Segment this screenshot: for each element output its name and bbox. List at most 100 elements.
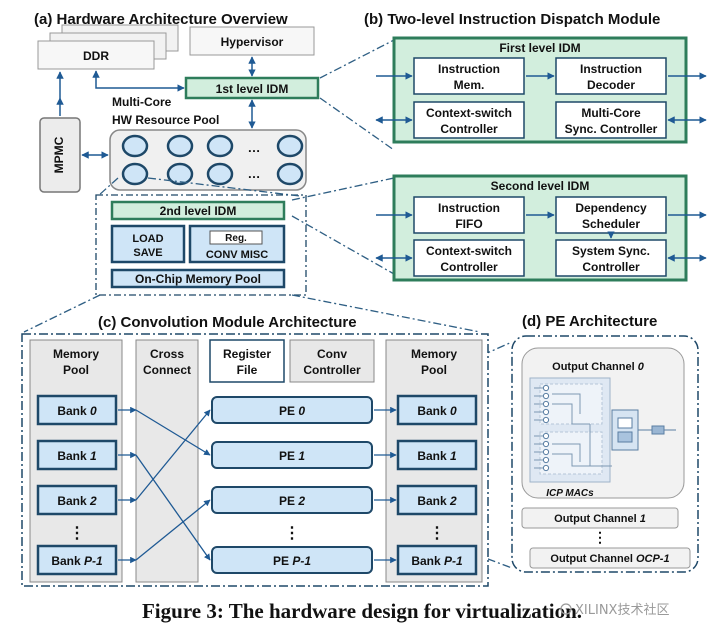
context-switch-2-label-2: Controller bbox=[440, 260, 498, 274]
on-chip-memory-pool-box bbox=[110, 268, 286, 289]
bank-dots-right: ⋮ bbox=[429, 525, 445, 542]
bank-right-2: Bank 2 bbox=[396, 484, 478, 516]
instruction-decoder-box bbox=[555, 57, 667, 95]
bank-left-0: Bank 0 bbox=[36, 394, 118, 426]
mac-node bbox=[542, 432, 550, 440]
pe-3: PE P-1 bbox=[211, 546, 373, 574]
section-a-title: (a) Hardware Architecture Overview bbox=[34, 11, 288, 28]
cross-connect-label-2: Connect bbox=[143, 363, 191, 377]
load-label: LOAD bbox=[132, 233, 163, 245]
instruction-fifo-label-2: FIFO bbox=[455, 217, 482, 231]
core-circle bbox=[166, 162, 194, 186]
first-level-idm-panel: First level IDM Instruction Mem. Instruc… bbox=[392, 36, 688, 144]
pe-label: PE P-1 bbox=[273, 554, 311, 568]
instruction-fifo-box bbox=[413, 196, 525, 234]
hw-resource-pool: … … bbox=[109, 129, 307, 191]
instruction-fifo-label-1: Instruction bbox=[438, 201, 500, 215]
pool-ellipsis-bottom: … bbox=[248, 166, 261, 181]
watermark-text: XILINX技术社区 bbox=[575, 602, 669, 618]
core-detail: 2nd level IDM LOAD SAVE Reg. CONV MISC O… bbox=[95, 194, 307, 296]
pool-ellipsis-top: … bbox=[248, 140, 261, 155]
bank-left-label: Bank 2 bbox=[57, 494, 97, 508]
pool-label-line1: Multi-Core bbox=[112, 95, 172, 109]
instruction-decoder-label-2: Decoder bbox=[587, 78, 635, 92]
conv-misc-label: CONV MISC bbox=[206, 249, 268, 261]
pe-dots: ⋮ bbox=[284, 525, 300, 542]
output-channel-0: Output Channel 0 ICP MACs bbox=[521, 347, 685, 499]
pe-label: PE 2 bbox=[279, 494, 305, 508]
output-channel-last: Output Channel OCP-1 bbox=[529, 547, 691, 569]
icp-mac-array bbox=[529, 377, 676, 483]
pe-2: PE 2 bbox=[211, 486, 373, 514]
conv-controller: Conv Controller bbox=[289, 339, 375, 383]
context-switch-2-label-1: Context-switch bbox=[426, 244, 512, 258]
bank-dots-left: ⋮ bbox=[69, 525, 85, 542]
bank-left-label: Bank 1 bbox=[57, 449, 97, 463]
bank-left-label: Bank 0 bbox=[57, 404, 97, 418]
first-idm-title: First level IDM bbox=[499, 41, 580, 55]
section-d-title: (d) PE Architecture bbox=[522, 313, 657, 330]
cross-connect-label-1: Cross bbox=[150, 347, 184, 361]
figure-caption: Figure 3: The hardware design for virtua… bbox=[142, 599, 582, 623]
ddr-idm-arrow bbox=[92, 70, 185, 92]
conv-controller-label-2: Controller bbox=[303, 363, 361, 377]
memory-pool-right-label-1: Memory bbox=[411, 347, 457, 361]
ddr-stack: DDR bbox=[37, 24, 179, 70]
instruction-decoder-label-1: Instruction bbox=[580, 62, 642, 76]
section-b-title: (b) Two-level Instruction Dispatch Modul… bbox=[364, 11, 660, 28]
output-channel-1: Output Channel 1 bbox=[521, 507, 679, 529]
pe-label: PE 1 bbox=[279, 449, 305, 463]
system-sync-label-1: System Sync. bbox=[572, 244, 650, 258]
second-level-idm-label: 2nd level IDM bbox=[160, 204, 237, 218]
core-circle bbox=[276, 134, 304, 158]
reg-label: Reg. bbox=[225, 233, 247, 244]
mac-node bbox=[542, 384, 550, 392]
second-level-idm-panel: Second level IDM Instruction FIFO Depend… bbox=[392, 174, 688, 282]
context-switch-1-label-2: Controller bbox=[440, 122, 498, 136]
crossbar-wires bbox=[118, 406, 397, 564]
oc0-label: Output Channel 0 bbox=[552, 361, 645, 373]
hypervisor-label: Hypervisor bbox=[221, 35, 284, 49]
context-switch-controller-1-box bbox=[413, 101, 525, 139]
first-idm-arrows bbox=[375, 72, 707, 124]
system-sync-controller-box bbox=[555, 239, 667, 277]
first-level-idm-label: 1st level IDM bbox=[216, 82, 289, 96]
mac-node bbox=[542, 456, 550, 464]
mpmc-box: MPMC bbox=[39, 117, 81, 193]
register-file: Register File bbox=[209, 339, 285, 383]
register-file-label-1: Register bbox=[223, 347, 271, 361]
oc-dots: ⋮ bbox=[593, 529, 607, 545]
memory-pool-left-label-2: Pool bbox=[63, 363, 89, 377]
icp-macs-label: ICP MACs bbox=[546, 488, 594, 499]
core-circle bbox=[206, 134, 234, 158]
second-idm-title: Second level IDM bbox=[491, 179, 590, 193]
multi-core-sync-box bbox=[555, 101, 667, 139]
instruction-mem-box bbox=[413, 57, 525, 95]
bank-left-2: Bank 2 bbox=[36, 484, 118, 516]
multi-core-sync-label-2: Sync. Controller bbox=[565, 122, 658, 136]
core-circle bbox=[121, 162, 149, 186]
second-idm-arrows bbox=[375, 211, 707, 262]
ocn-label: Output Channel OCP-1 bbox=[550, 553, 669, 565]
bank-right-0: Bank 0 bbox=[396, 394, 478, 426]
register-file-label-2: File bbox=[237, 363, 258, 377]
bank-left-1: Bank 1 bbox=[36, 439, 118, 471]
mac-node bbox=[542, 408, 550, 416]
bank-right-label: Bank 0 bbox=[417, 404, 457, 418]
core-circle bbox=[166, 134, 194, 158]
watermark: XILINX技术社区 bbox=[560, 602, 669, 618]
pe-label: PE 0 bbox=[279, 404, 305, 418]
mac-node bbox=[542, 464, 550, 472]
pe-1: PE 1 bbox=[211, 441, 373, 469]
mac-node bbox=[542, 448, 550, 456]
mac-node bbox=[542, 392, 550, 400]
save-label: SAVE bbox=[133, 247, 162, 259]
memory-pool-left-label-1: Memory bbox=[53, 347, 99, 361]
hypervisor-box: Hypervisor bbox=[189, 26, 315, 56]
bank-right-label: Bank 2 bbox=[417, 494, 457, 508]
bank-left-label: Bank P-1 bbox=[51, 554, 103, 568]
ddr-label: DDR bbox=[83, 49, 109, 63]
context-switch-controller-2-box bbox=[413, 239, 525, 277]
pool-label-line2: HW Resource Pool bbox=[112, 113, 219, 127]
